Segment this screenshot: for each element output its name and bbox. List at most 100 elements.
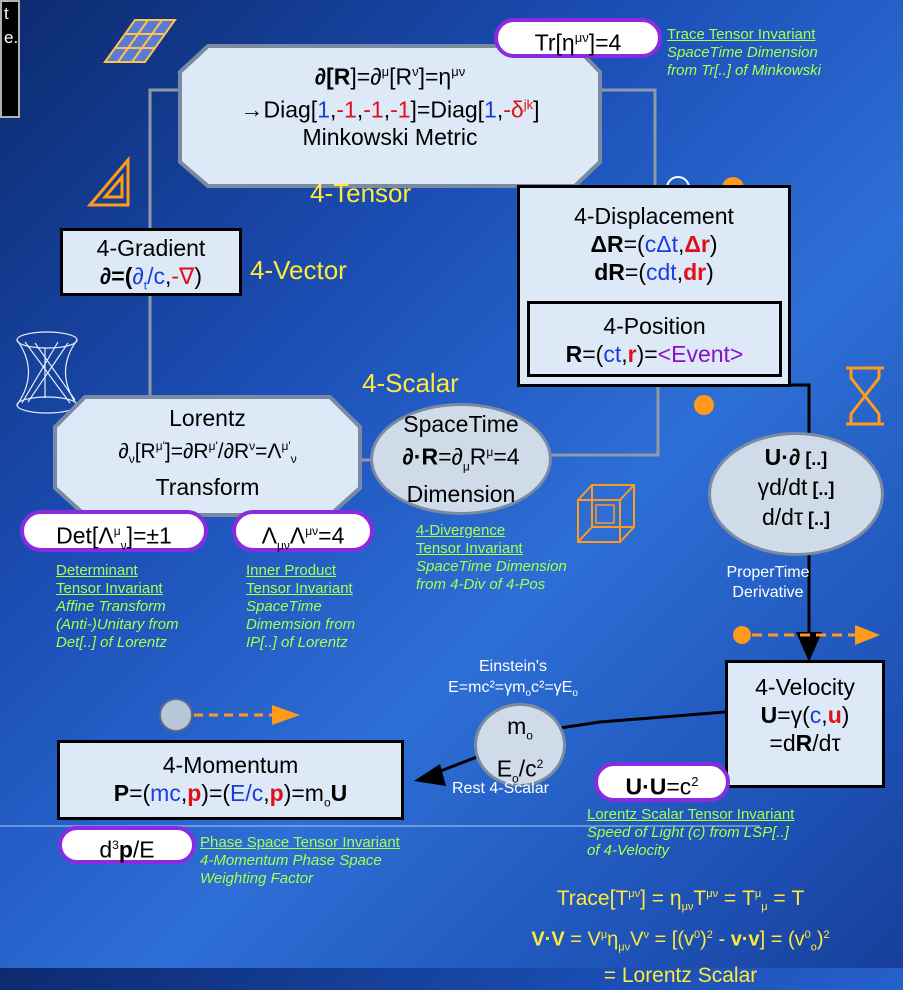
gradient-formula: ∂=(∂t/c,-∇) [99, 263, 203, 293]
triangle-ruler-icon [86, 155, 130, 207]
rest-line-1: mo [507, 713, 533, 743]
rest-line-2: Eo/c2 [496, 755, 544, 785]
tesseract-icon [577, 484, 635, 543]
ip-note-line-3: IP[..] of Lorentz [246, 634, 348, 651]
velocity-box: 4-Velocity U=γ(c,u) =dR/dτ [725, 660, 885, 788]
derivative-line-2: γd/dt [..] [757, 474, 835, 500]
derivative-line-1: U·∂ [..] [764, 444, 828, 470]
det-pill: Det[Λμν]=±1 [20, 510, 208, 552]
div-note-title-2: Tensor Invariant [416, 540, 523, 557]
velocity-formula: U=γ(c,u) [760, 702, 850, 728]
spacetime-line-3: Dimension [406, 481, 516, 508]
momentum-arrow-icon [272, 705, 300, 725]
trace-pill: Tr[ημν]=4 [494, 18, 662, 58]
det-note: Determinant Tensor Invariant Affine Tran… [56, 562, 236, 652]
ip-note: Inner Product Tensor Invariant SpaceTime… [246, 562, 416, 652]
hyperboloid-icon [16, 331, 78, 414]
ip-note-line-2: Dimemsion from [246, 616, 356, 633]
gradient-box: 4-Gradient ∂=(∂t/c,-∇) [60, 228, 242, 296]
trace-note-line-2: from Tr[..] of Minkowski [667, 62, 821, 79]
uu-note: Lorentz Scalar Tensor Invariant Speed of… [587, 806, 897, 860]
phase-note-line-2: Weighting Factor [200, 870, 314, 887]
ip-note-title-1: Inner Product [246, 562, 337, 579]
velocity-arrow-icon [855, 625, 880, 645]
position-title: 4-Position [603, 313, 706, 339]
velocity-derivative: =dR/dτ [769, 730, 841, 756]
displacement-differential: dR=(cdt,dr) [594, 259, 714, 285]
hourglass-icon [846, 366, 884, 426]
div-note-title-1: 4-Divergence [416, 522, 506, 539]
det-note-line-3: Det[..] of Lorentz [56, 634, 167, 651]
einstein-label: Einstein's E=mc²=γmoc²=γEo [418, 656, 608, 704]
det-note-title-1: Determinant [56, 562, 138, 579]
momentum-box: 4-Momentum P=(mc,p)=(E/c,p)=moU [57, 740, 404, 820]
position-box: 4-Position R=(ct,r)=<Event> [527, 301, 782, 377]
momentum-formula: P=(mc,p)=(E/c,p)=moU [113, 780, 348, 810]
inner-product-pill: ΛμνΛμν=4 [232, 510, 374, 552]
lorentz-line-1: Lorentz [169, 405, 246, 431]
divergence-note: 4-Divergence Tensor Invariant SpaceTime … [416, 522, 616, 594]
det-note-title-2: Tensor Invariant [56, 580, 163, 597]
arrowhead-velocity [796, 632, 822, 662]
uu-note-line-2: of 4-Velocity [587, 842, 669, 859]
propertime-label: ProperTime Derivative [718, 563, 818, 603]
det-note-line-1: Affine Transform [56, 598, 166, 615]
phase-note: Phase Space Tensor Invariant 4-Momentum … [200, 834, 500, 888]
top-left-line-3: e. [4, 28, 19, 47]
line-tensor-displacement [598, 88, 657, 185]
ip-note-title-2: Tensor Invariant [246, 580, 353, 597]
label-4-tensor: 4-Tensor [310, 178, 412, 208]
div-note-line-2: from 4-Div of 4-Pos [416, 576, 546, 593]
minkowski-line-1: ∂[R]=∂μ[Rν]=ημν [314, 63, 466, 90]
lorentz-transform-box: Lorentz ∂ν[Rμ']=∂Rμ'/∂Rν=Λμ'ν Transform [55, 404, 360, 501]
spacetime-oval: SpaceTime ∂·R=∂μRμ=4 Dimension [370, 403, 552, 515]
phase-note-title: Phase Space Tensor Invariant [200, 834, 400, 851]
displacement-title: 4-Displacement [574, 203, 734, 229]
minkowski-line-2: →Diag[1,-1,-1,-1]=Diag[1,-δjk] [240, 96, 540, 123]
propertime-line-1: ProperTime [726, 564, 810, 581]
lorentz-line-3: Transform [155, 474, 260, 501]
velocity-dot-icon [733, 626, 751, 644]
det-note-line-2: (Anti-)Unitary from [56, 616, 179, 633]
einstein-line-2: E=mc²=γmoc²=γEo [448, 679, 578, 700]
line-velocity-rest [559, 710, 726, 730]
spacetime-line-1: SpaceTime [403, 411, 519, 437]
derivative-line-3: d/dτ [..] [761, 504, 831, 530]
label-4-vector: 4-Vector [250, 255, 347, 285]
uu-note-title: Lorentz Scalar Tensor Invariant [587, 806, 795, 823]
spacetime-line-2: ∂·R=∂μRμ=4 [402, 443, 520, 474]
trace-note-title: Trace Tensor Invariant [667, 26, 816, 43]
div-note-line-1: SpaceTime Dimension [416, 558, 567, 575]
lorentz-line-2: ∂ν[Rμ']=∂Rμ'/∂Rν=Λμ'ν [118, 439, 297, 467]
minkowski-line-3: Minkowski Metric [302, 124, 478, 151]
line-spacetime-position [545, 385, 660, 457]
gradient-title: 4-Gradient [96, 235, 206, 261]
uu-note-line-1: Speed of Light (c) from LSP[..] [587, 824, 789, 841]
label-4-scalar: 4-Scalar [362, 368, 459, 398]
position-formula: R=(ct,r)=<Event> [565, 341, 744, 367]
connector-lines [0, 19, 884, 827]
uu-pill: U·U=c2 [594, 762, 730, 802]
rest-scalar-oval: mo Eo/c2 [474, 703, 566, 787]
phase-space-pill: d3p/E [58, 826, 196, 864]
displacement-delta: ΔR=(cΔt,Δr) [590, 231, 718, 257]
line-tensor-gradient [148, 88, 180, 228]
bottom-formulas: Trace[Tμν] = ημνTμν = Tμμ = T V·V = Vμημ… [458, 880, 903, 990]
arrowhead-momentum [414, 764, 446, 786]
trace-formula: Trace[Tμν] = ημνTμν = Tμμ = T [556, 887, 805, 914]
vv-formula: V·V = VμημνVν = [(v0)2 - v·v] = (v0o)2 [531, 928, 830, 954]
lorentz-scalar-line: = Lorentz Scalar [603, 963, 758, 987]
minkowski-metric-box: ∂[R]=∂μ[Rν]=ημν →Diag[1,-1,-1,-1]=Diag[1… [180, 58, 600, 151]
grid-icon [103, 19, 177, 63]
propertime-line-2: Derivative [732, 584, 804, 601]
momentum-title: 4-Momentum [162, 752, 299, 778]
top-left-line-1: t [4, 4, 9, 23]
phase-note-line-1: 4-Momentum Phase Space [200, 852, 382, 869]
ip-note-line-1: SpaceTime [246, 598, 322, 615]
trace-note-line-1: SpaceTime Dimension [667, 44, 818, 61]
trace-note: Trace Tensor Invariant SpaceTime Dimensi… [667, 26, 903, 80]
line-displacement-velocity [791, 383, 811, 650]
propertime-derivative-oval: U·∂ [..] γd/dt [..] d/dτ [..] [708, 432, 884, 556]
velocity-title: 4-Velocity [755, 674, 855, 700]
einstein-line-1: Einstein's [479, 658, 547, 675]
